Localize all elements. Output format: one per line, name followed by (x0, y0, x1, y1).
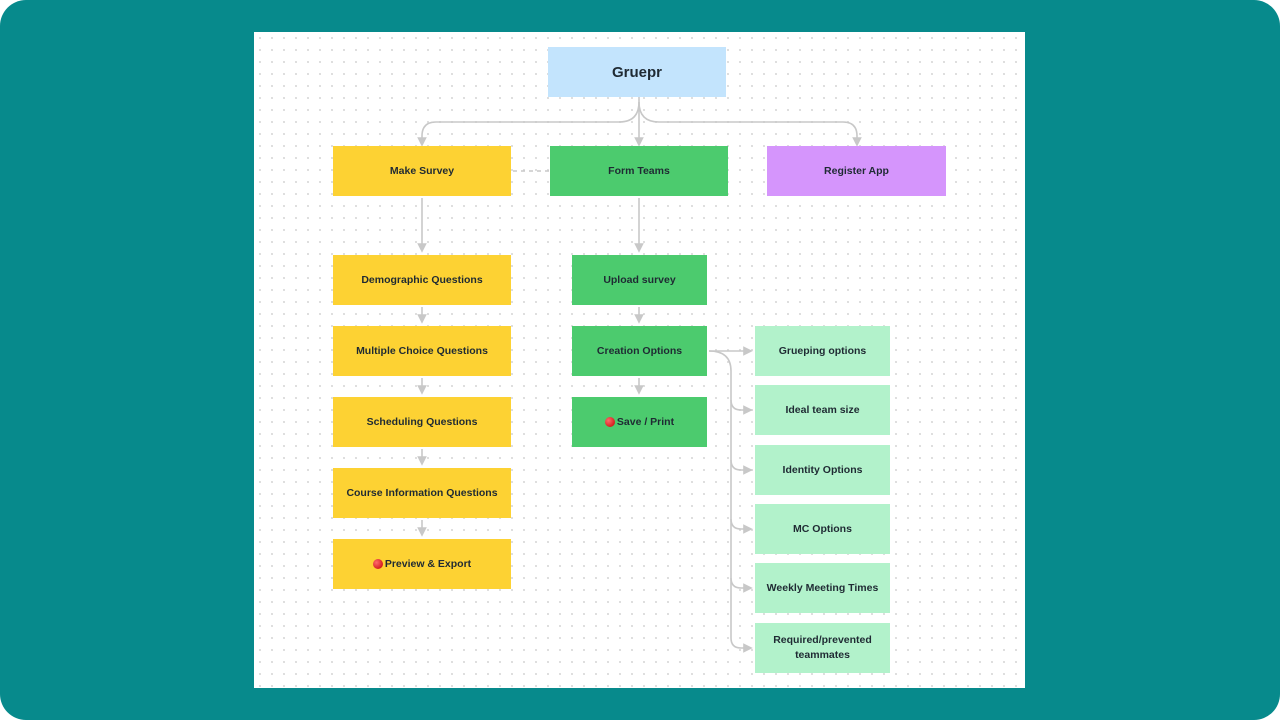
weekly-meeting-times-label: Weekly Meeting Times (766, 581, 879, 594)
demographic-questions-node[interactable]: Demographic Questions (333, 255, 511, 305)
grueping-options-node[interactable]: Grueping options (755, 326, 890, 376)
creation-options-node[interactable]: Creation Options (572, 326, 707, 376)
scheduling-questions-label: Scheduling Questions (366, 415, 478, 428)
course-information-questions-label: Course Information Questions (346, 486, 498, 499)
upload-survey-label: Upload survey (603, 273, 676, 286)
form-teams-node[interactable]: Form Teams (550, 146, 728, 196)
register-app-node[interactable]: Register App (767, 146, 946, 196)
edge-opt-6 (730, 578, 753, 653)
identity-options-label: Identity Options (782, 463, 863, 476)
red-circle-icon (372, 559, 383, 569)
identity-options-node[interactable]: Identity Options (755, 445, 890, 495)
multiple-choice-questions-label: Multiple Choice Questions (356, 344, 488, 357)
connectors (417, 96, 862, 653)
make-survey-label: Make Survey (389, 164, 455, 177)
register-app-label: Register App (824, 164, 889, 177)
mc-options-node[interactable]: MC Options (755, 504, 890, 554)
required-prevented-teammates-node[interactable]: Required/prevented teammates (755, 623, 890, 673)
grueping-options-label: Grueping options (778, 344, 867, 357)
save-print-node[interactable]: Save / Print (572, 397, 707, 447)
ideal-team-size-node[interactable]: Ideal team size (755, 385, 890, 435)
save-print-label: Save / Print (616, 415, 675, 428)
course-information-questions-node[interactable]: Course Information Questions (333, 468, 511, 518)
weekly-meeting-times-node[interactable]: Weekly Meeting Times (755, 563, 890, 613)
root-label: Gruepr (611, 63, 662, 81)
form-teams-label: Form Teams (608, 164, 670, 177)
required-prevented-teammates-label: Required/prevented teammates (773, 634, 872, 661)
creation-options-label: Creation Options (596, 344, 683, 357)
mc-options-label: MC Options (793, 522, 852, 535)
make-survey-node[interactable]: Make Survey (333, 146, 511, 196)
edge-root-survey (417, 101, 640, 147)
multiple-choice-questions-node[interactable]: Multiple Choice Questions (333, 326, 511, 376)
demographic-questions-label: Demographic Questions (361, 273, 483, 286)
ideal-team-size-label: Ideal team size (785, 403, 860, 416)
edge-opt-2 (708, 350, 753, 415)
preview-export-node[interactable]: Preview & Export (333, 539, 511, 589)
root-node[interactable]: Gruepr (548, 47, 726, 97)
diagram-canvas: Gruepr Make Survey Form Teams Register A… (254, 32, 1025, 688)
scheduling-questions-node[interactable]: Scheduling Questions (333, 397, 511, 447)
red-circle-icon (604, 417, 615, 427)
edge-root-register (638, 101, 862, 147)
preview-export-label: Preview & Export (384, 557, 472, 570)
upload-survey-node[interactable]: Upload survey (572, 255, 707, 305)
